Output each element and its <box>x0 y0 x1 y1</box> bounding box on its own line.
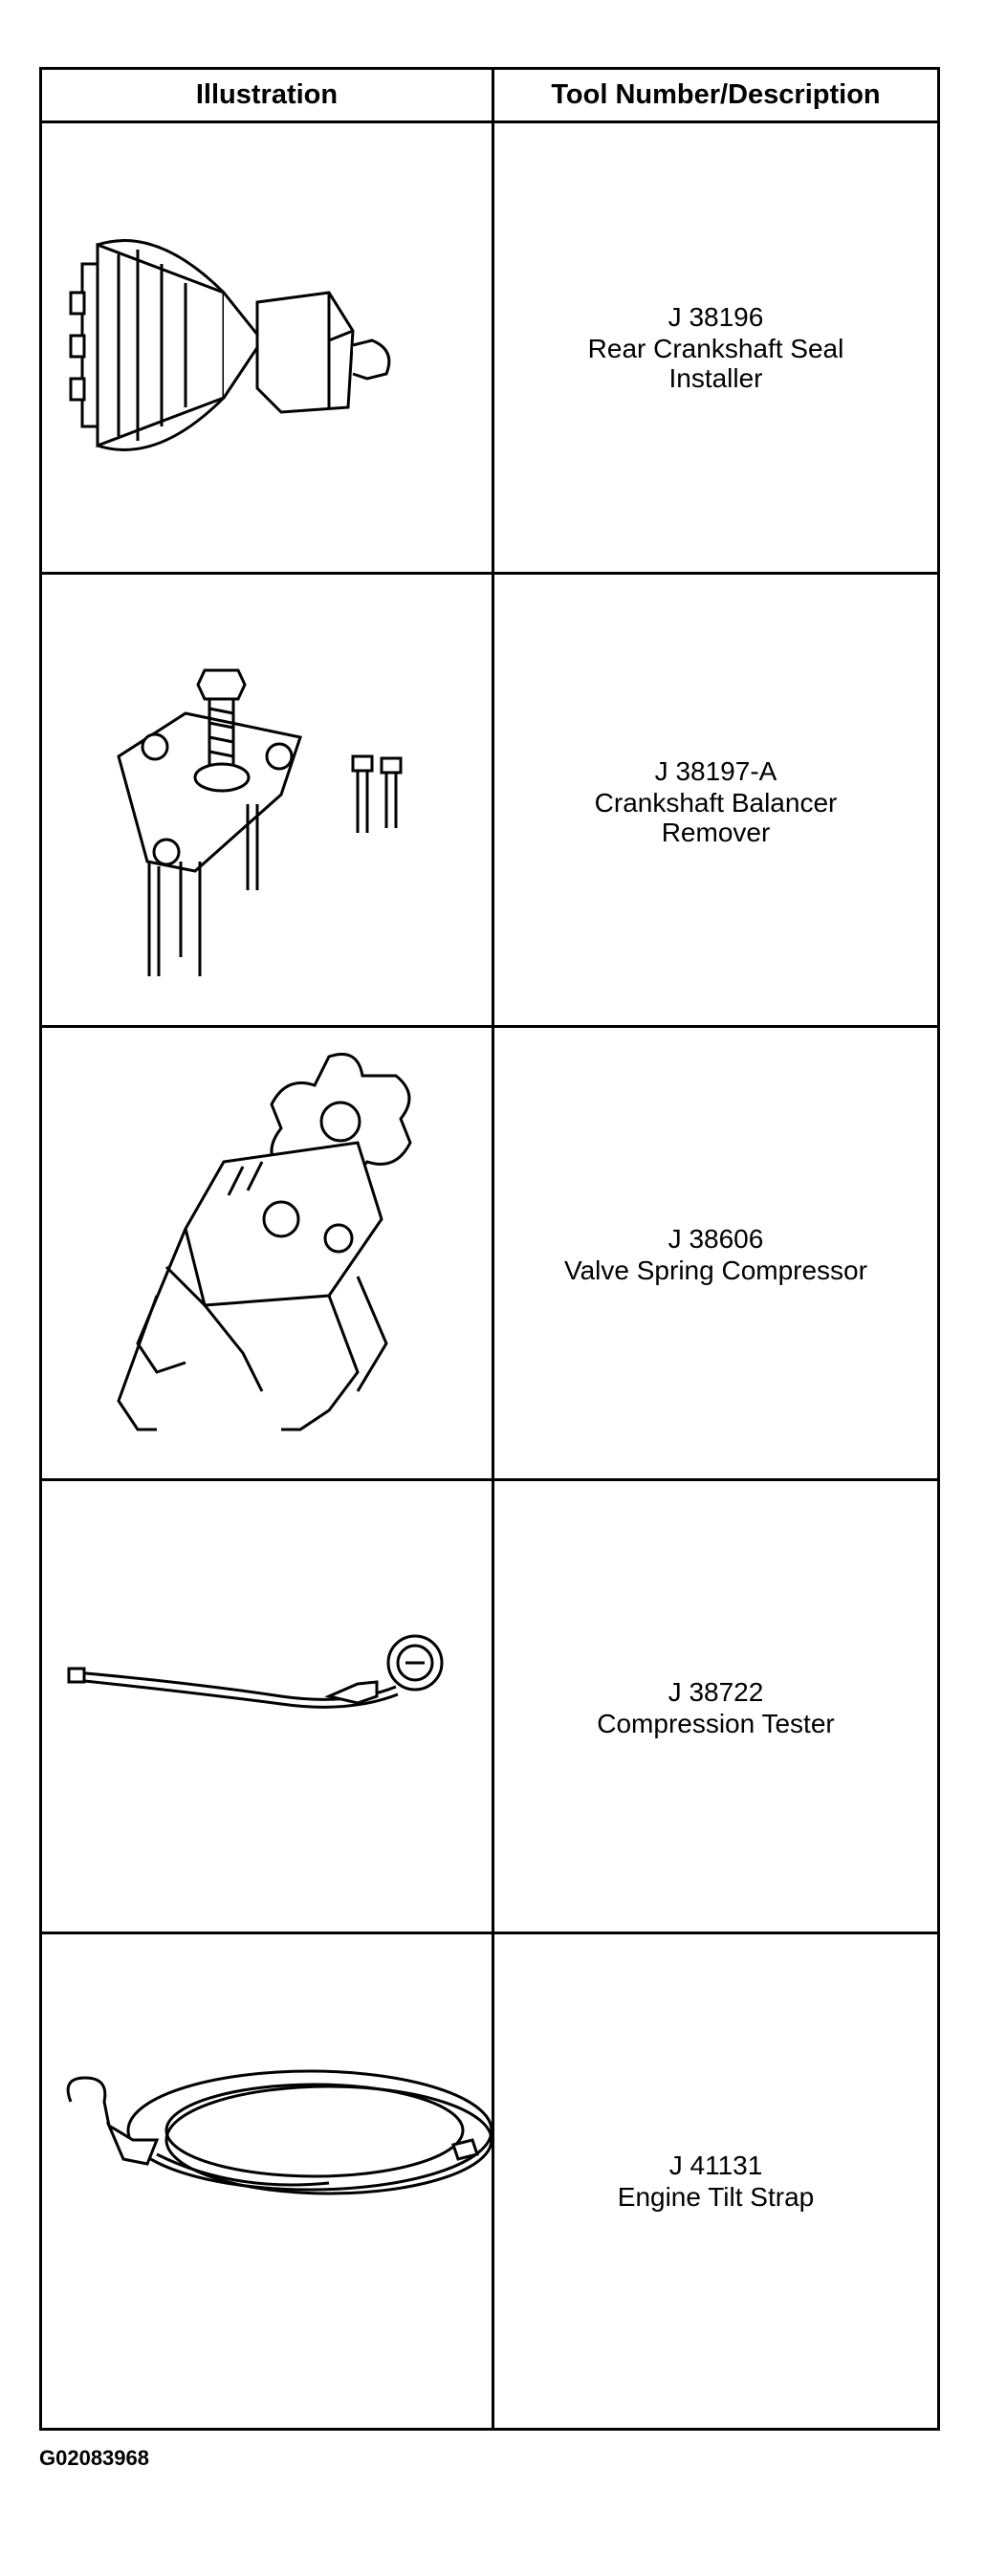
tool-name: Valve Spring Compressor <box>564 1255 867 1285</box>
header-description: Tool Number/Description <box>551 79 881 110</box>
tool-number: J 38196 <box>668 302 764 332</box>
special-tools-table: Illustration Tool Number/Description <box>39 67 940 2431</box>
header-illustration: Illustration <box>195 79 339 110</box>
compression-tester-icon <box>42 1481 492 1934</box>
row-divider <box>42 572 937 575</box>
tool-number: J 38197-A <box>654 755 777 786</box>
seal-installer-icon <box>42 120 492 575</box>
tool-description: J 38606 Valve Spring Compressor <box>494 1028 937 1481</box>
row-divider <box>42 1932 937 1934</box>
row-divider <box>42 1025 937 1028</box>
table-row: J 38197-A Crankshaft Balancer Remover <box>42 575 937 1028</box>
tool-description: J 41131 Engine Tilt Strap <box>494 1934 937 2428</box>
tool-number: J 41131 <box>668 2150 763 2180</box>
column-divider <box>492 70 494 2428</box>
tool-name: Rear Crankshaft Seal Installer <box>587 334 844 393</box>
figure-code: G02083968 <box>39 2446 149 2470</box>
table-row: J 41131 Engine Tilt Strap <box>42 1934 937 2428</box>
tool-name: Engine Tilt Strap <box>617 2182 815 2212</box>
spring-compressor-icon <box>42 1028 492 1481</box>
tilt-strap-icon <box>42 1934 492 2428</box>
tool-description: J 38196 Rear Crankshaft Seal Installer <box>494 120 937 575</box>
table-header: Illustration Tool Number/Description <box>42 70 937 123</box>
table-row: J 38196 Rear Crankshaft Seal Installer <box>42 120 937 575</box>
tool-description: J 38722 Compression Tester <box>494 1481 937 1934</box>
tool-number: J 38722 <box>668 1677 764 1707</box>
tool-number: J 38606 <box>668 1224 764 1254</box>
tool-name: Compression Tester <box>597 1709 835 1738</box>
table-row: J 38606 Valve Spring Compressor <box>42 1028 937 1481</box>
balancer-remover-icon <box>42 575 492 1028</box>
tool-description: J 38197-A Crankshaft Balancer Remover <box>494 575 937 1028</box>
table-row: J 38722 Compression Tester <box>42 1481 937 1934</box>
tool-name: Crankshaft Balancer Remover <box>594 787 838 847</box>
row-divider <box>42 1478 937 1481</box>
